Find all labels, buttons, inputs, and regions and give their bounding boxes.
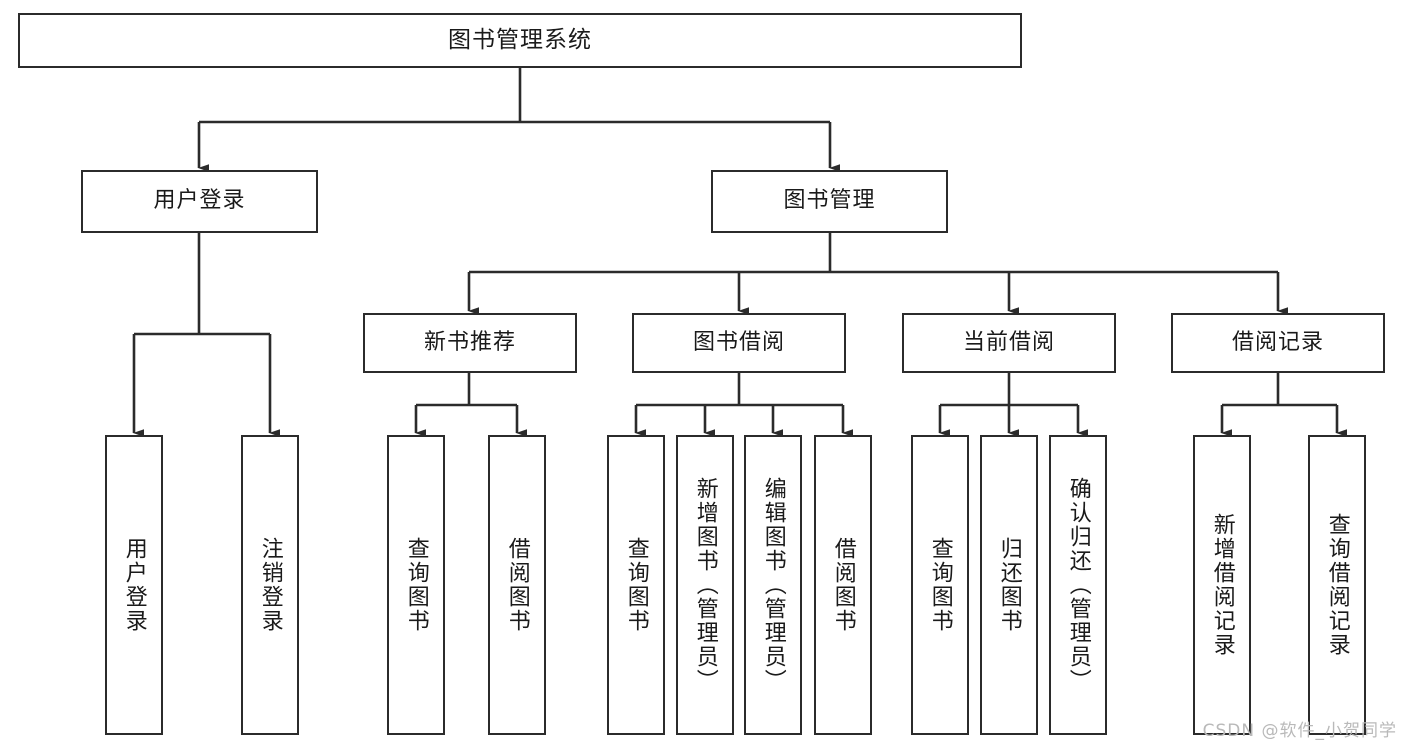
node-leaf-user-login[interactable]: 用户登录 <box>105 435 163 735</box>
node-leaf-confirm-return[interactable]: 确认归还（管理员） <box>1049 435 1107 735</box>
node-leaf-query-book-2[interactable]: 查询图书 <box>607 435 665 735</box>
node-borrow-record-label: 借阅记录 <box>1231 329 1324 355</box>
node-borrow-record[interactable]: 借阅记录 <box>1171 313 1385 373</box>
node-leaf-borrow-book-1-label: 借阅图书 <box>504 537 530 633</box>
node-leaf-query-book-1-label: 查询图书 <box>403 537 429 633</box>
node-leaf-user-login-label: 用户登录 <box>121 537 147 633</box>
node-leaf-query-record[interactable]: 查询借阅记录 <box>1308 435 1366 735</box>
node-user-login[interactable]: 用户登录 <box>81 170 318 233</box>
node-current-borrow[interactable]: 当前借阅 <box>902 313 1116 373</box>
node-leaf-borrow-book-1[interactable]: 借阅图书 <box>488 435 546 735</box>
node-leaf-add-record-label: 新增借阅记录 <box>1209 513 1235 657</box>
node-leaf-add-book-label: 新增图书（管理员） <box>692 477 718 693</box>
node-leaf-edit-book[interactable]: 编辑图书（管理员） <box>744 435 802 735</box>
node-leaf-borrow-book-2-label: 借阅图书 <box>830 537 856 633</box>
node-leaf-query-book-3[interactable]: 查询图书 <box>911 435 969 735</box>
node-root[interactable]: 图书管理系统 <box>18 13 1022 68</box>
node-book-management[interactable]: 图书管理 <box>711 170 948 233</box>
node-leaf-query-book-1[interactable]: 查询图书 <box>387 435 445 735</box>
node-leaf-return-book-label: 归还图书 <box>996 537 1022 633</box>
node-leaf-query-book-2-label: 查询图书 <box>623 537 649 633</box>
node-book-borrow[interactable]: 图书借阅 <box>632 313 846 373</box>
node-user-login-label: 用户登录 <box>153 188 246 214</box>
node-leaf-query-book-3-label: 查询图书 <box>927 537 953 633</box>
node-leaf-confirm-return-label: 确认归还（管理员） <box>1065 477 1091 693</box>
node-new-book-recommend-label: 新书推荐 <box>423 329 516 355</box>
node-leaf-logout[interactable]: 注销登录 <box>241 435 299 735</box>
node-new-book-recommend[interactable]: 新书推荐 <box>363 313 577 373</box>
node-leaf-add-record[interactable]: 新增借阅记录 <box>1193 435 1251 735</box>
node-leaf-logout-label: 注销登录 <box>257 537 283 633</box>
node-leaf-add-book[interactable]: 新增图书（管理员） <box>676 435 734 735</box>
node-current-borrow-label: 当前借阅 <box>962 329 1055 355</box>
node-leaf-return-book[interactable]: 归还图书 <box>980 435 1038 735</box>
node-leaf-borrow-book-2[interactable]: 借阅图书 <box>814 435 872 735</box>
node-leaf-edit-book-label: 编辑图书（管理员） <box>760 477 786 693</box>
node-leaf-query-record-label: 查询借阅记录 <box>1324 513 1350 657</box>
node-root-label: 图书管理系统 <box>448 26 592 53</box>
node-book-borrow-label: 图书借阅 <box>692 329 785 355</box>
node-book-management-label: 图书管理 <box>783 188 876 214</box>
